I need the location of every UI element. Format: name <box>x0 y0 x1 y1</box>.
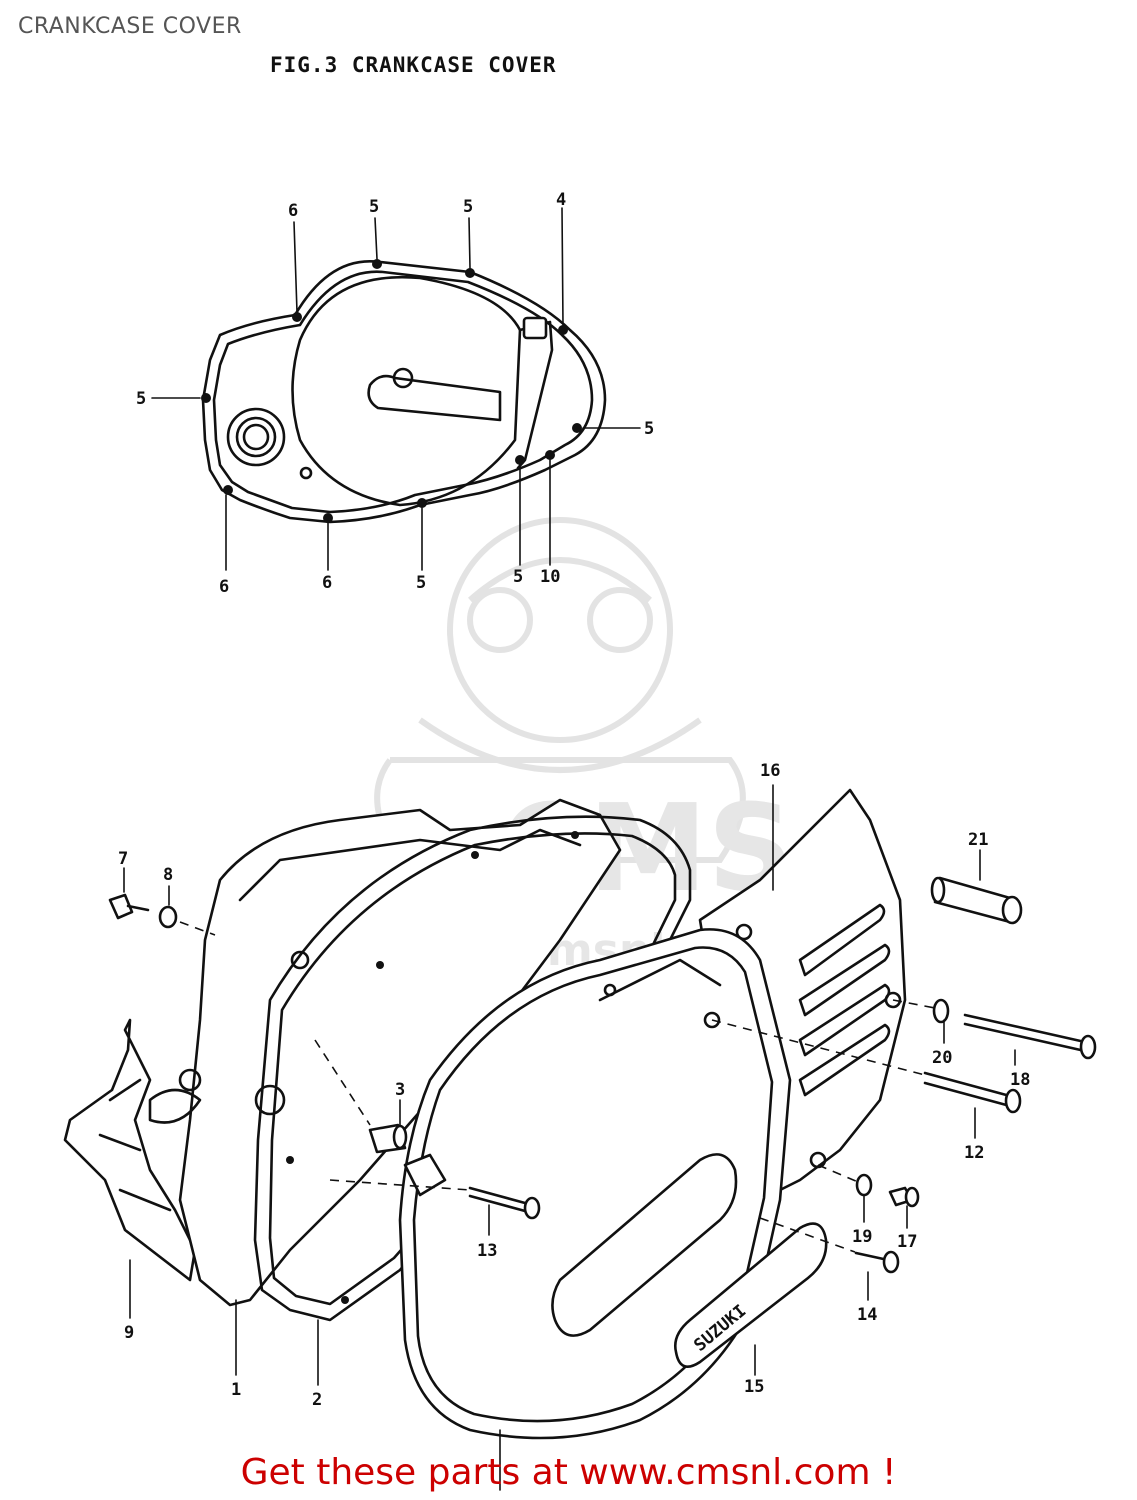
callout-4: 4 <box>556 190 566 210</box>
callout-18: 18 <box>1010 1070 1030 1090</box>
callout-2: 2 <box>312 1390 322 1410</box>
callout-16: 16 <box>760 761 780 781</box>
callout-5-right: 5 <box>644 419 654 439</box>
callout-10: 10 <box>540 567 560 587</box>
callout-20: 20 <box>932 1048 952 1068</box>
call-to-action-link[interactable]: Get these parts at www.cmsnl.com ! <box>240 1452 897 1493</box>
callout-5-top-left: 5 <box>369 197 379 217</box>
lower-guard-part <box>63 1018 197 1282</box>
lower-leader-lines <box>123 784 1016 1491</box>
callout-6-top: 6 <box>288 201 298 221</box>
callout-15: 15 <box>744 1377 764 1397</box>
callout-5-bottom-right: 5 <box>513 567 523 587</box>
callout-13: 13 <box>477 1241 497 1261</box>
callout-5-bottom: 5 <box>416 573 426 593</box>
crankcase-body-part <box>178 798 622 1307</box>
alignment-lines <box>179 921 936 1253</box>
hardware-parts <box>108 876 1097 1274</box>
cover-inner-view <box>201 259 607 524</box>
callout-12: 12 <box>964 1143 984 1163</box>
callout-19: 19 <box>852 1227 872 1247</box>
callout-17: 17 <box>897 1232 917 1252</box>
callout-5-top-right: 5 <box>463 197 473 217</box>
page-title: CRANKCASE COVER <box>18 14 242 39</box>
callout-1: 1 <box>231 1380 241 1400</box>
callout-9: 9 <box>124 1323 134 1343</box>
suzuki-emblem: SUZUKI <box>674 1222 828 1368</box>
callout-7: 7 <box>118 849 128 869</box>
outer-cover-part <box>398 928 792 1440</box>
upper-leader-lines <box>151 207 641 571</box>
callout-8: 8 <box>163 865 173 885</box>
callout-6-bottom: 6 <box>322 573 332 593</box>
figure-caption: FIG.3 CRANKCASE COVER <box>270 53 557 77</box>
callout-14: 14 <box>857 1305 877 1325</box>
callout-21: 21 <box>968 830 988 850</box>
callout-6-bottom-left: 6 <box>219 577 229 597</box>
callout-3: 3 <box>395 1080 405 1100</box>
callout-5-left: 5 <box>136 389 146 409</box>
